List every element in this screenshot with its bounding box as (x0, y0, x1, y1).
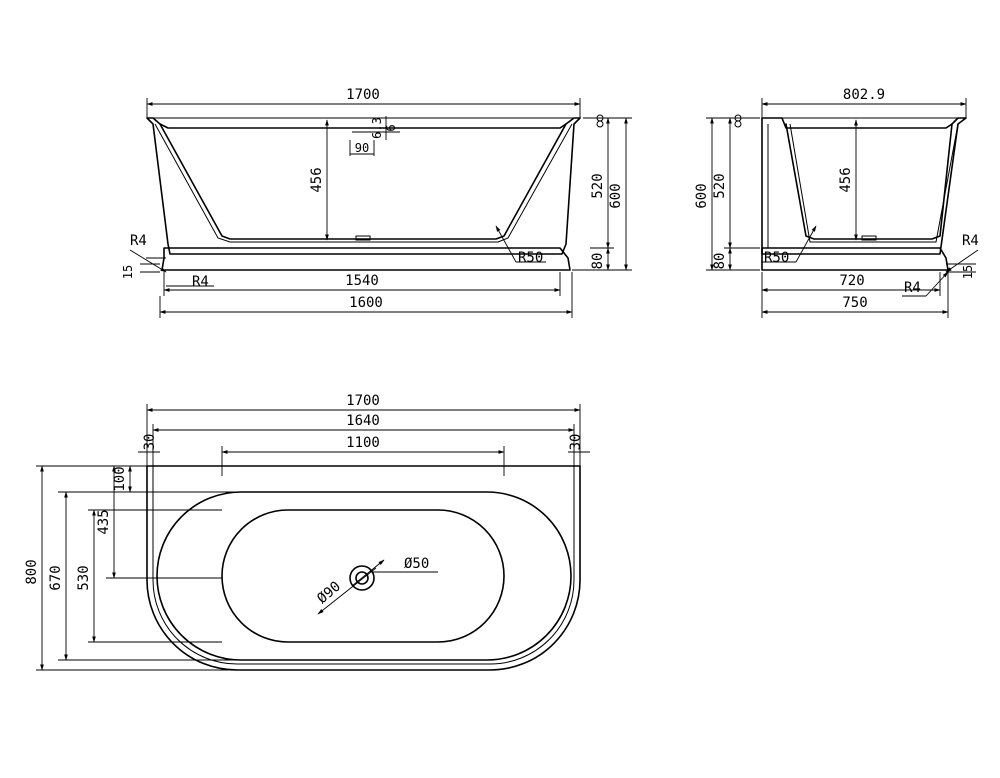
front-dim-600: 600 (608, 183, 624, 208)
front-dim-6: 6 (384, 124, 398, 131)
front-dim-1540: 1540 (345, 273, 379, 289)
front-inner-shell (159, 123, 567, 240)
top-view: 1700 1640 30 30 1100 800 670 530 435 1 (24, 393, 590, 671)
front-dim-1700: 1700 (346, 87, 380, 103)
front-base (161, 247, 571, 271)
side-inner-shell (785, 123, 953, 240)
front-drain (355, 235, 371, 241)
top-outer-outline (146, 465, 581, 671)
side-dim-750: 750 (842, 295, 867, 311)
front-outer-shell (146, 117, 581, 255)
top-dim-30-right: 30 (568, 434, 584, 451)
front-dim-520: 520 (590, 173, 606, 198)
top-dim-530: 530 (76, 565, 92, 590)
front-dim-6-3: 6.3 (370, 117, 384, 139)
top-inner-basin (221, 509, 505, 643)
top-dim-30-left: 30 (142, 434, 158, 451)
side-r50: R50 (764, 250, 789, 266)
top-drain-diameter-90: Ø90 (314, 579, 344, 608)
top-rim-basin (156, 491, 572, 661)
side-r4-bottom: R4 (904, 280, 921, 296)
top-drain-outer (349, 565, 375, 591)
front-dim-90: 90 (355, 141, 369, 155)
top-drain-diameter-50: Ø50 (404, 556, 429, 572)
front-r50: R50 (518, 250, 543, 266)
side-dim-15: 15 (961, 265, 975, 279)
side-dim-520: 520 (712, 173, 728, 198)
front-r4-top: R4 (130, 233, 147, 249)
top-dim-1100: 1100 (346, 435, 380, 451)
side-dim-600: 600 (694, 183, 710, 208)
side-dim-802-9: 802.9 (843, 87, 885, 103)
top-dim-670: 670 (48, 565, 64, 590)
front-dim-1600: 1600 (349, 295, 383, 311)
side-base (761, 247, 949, 271)
front-view: 1700 456 6.3 6 90 520 600 80 R4 15 R (121, 87, 632, 318)
top-dim-100: 100 (112, 466, 128, 491)
top-dim-1640: 1640 (346, 413, 380, 429)
top-dim-1700: 1700 (346, 393, 380, 409)
side-dim-80: 80 (712, 253, 728, 270)
side-view: 802.9 456 600 520 80 R50 R4 15 R4 720 (694, 87, 979, 318)
front-dim-15: 15 (121, 265, 135, 279)
front-r4-bottom: R4 (192, 274, 209, 290)
front-dim-80: 80 (590, 253, 606, 270)
top-drain-inner (355, 571, 369, 585)
front-inner-offset (154, 123, 573, 243)
side-dim-720: 720 (839, 273, 864, 289)
side-dim-456: 456 (838, 167, 854, 192)
top-dim-800: 800 (24, 559, 40, 584)
top-dim-435: 435 (96, 509, 112, 534)
front-dim-456: 456 (309, 167, 325, 192)
side-r4-top: R4 (962, 233, 979, 249)
